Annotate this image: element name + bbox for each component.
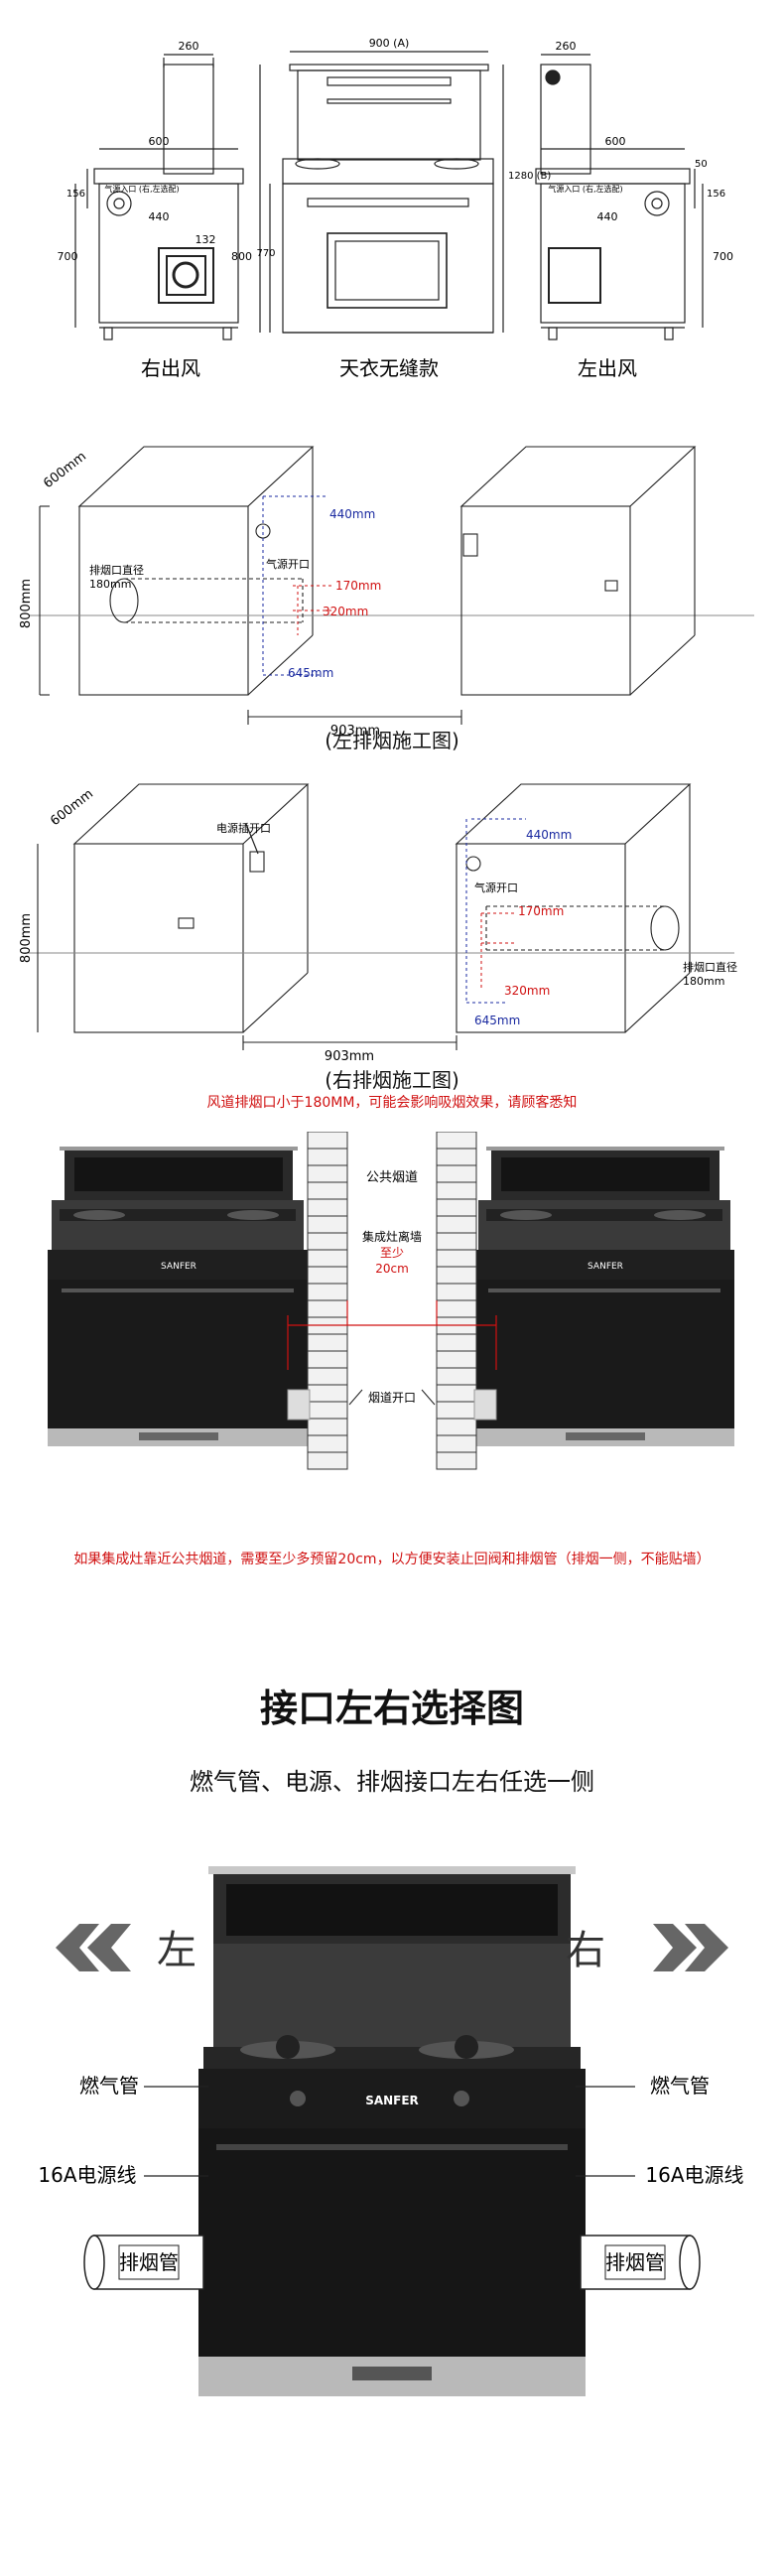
power-opening-label: 电源插开口 — [216, 821, 271, 835]
right-stove — [474, 1147, 734, 1446]
dim-903mm: 903mm — [330, 724, 380, 739]
distance-label-2: 至少 — [380, 1246, 404, 1260]
flue-note: 如果集成灶靠近公共烟道，需要至少多预留20cm，以方便安装止回阀和排烟管（排烟一… — [73, 1552, 711, 1567]
power-cable-right: 16A电源线 — [645, 2163, 743, 2187]
dim-770: 770 — [256, 248, 275, 259]
distance-label-1: 集成灶离墙 — [362, 1229, 422, 1244]
dim-260-left: 260 — [179, 40, 199, 53]
dim-700-left: 700 — [58, 250, 78, 263]
exhaust-pipe-left: 排烟管 — [119, 2250, 179, 2274]
left-exhaust-caption: (左排烟施工图) — [325, 729, 459, 752]
gas-opening-label: 气源开口 — [474, 881, 518, 894]
gas-pipe-right: 燃气管 — [650, 2074, 710, 2098]
caption-right-outlet: 右出风 — [141, 356, 200, 380]
dim-156-left: 156 — [66, 189, 85, 200]
brand-left: SANFER — [161, 1262, 196, 1272]
dim-1280: 1280 (B) — [508, 171, 551, 182]
dim-320mm: 320mm — [323, 605, 368, 618]
dim-903mm: 903mm — [325, 1049, 374, 1062]
dim-170mm: 170mm — [518, 904, 564, 918]
outlet-label-1: 排烟口直径 — [683, 960, 737, 974]
power-cable-left: 16A电源线 — [38, 2163, 136, 2187]
gas-label-left: 气源入口 (右,左选配) — [104, 184, 179, 194]
dim-320mm: 320mm — [504, 984, 550, 998]
page-subtitle: 燃气管、电源、排烟接口左右任选一侧 — [190, 1768, 594, 1796]
dim-645mm: 645mm — [288, 666, 333, 680]
outlet-size-warning: 风道排烟口小于180MM，可能会影响吸烟效果，请顾客悉知 — [206, 1095, 578, 1111]
right-exhaust-caption: (右排烟施工图) — [325, 1068, 459, 1092]
section-right-exhaust-drawing: 600mm 800mm 电源插开口 气源开口 440mm 170mm 320mm… — [0, 764, 784, 1092]
dim-600mm: 600mm — [41, 449, 89, 491]
dim-170mm: 170mm — [335, 579, 381, 593]
interface-selection-svg: SANFER 左 右 燃气管 燃气管 16A电源线 16A电源线 排烟管 排烟管 — [38, 1866, 744, 2396]
brand-right: SANFER — [588, 1262, 623, 1272]
dim-800mm: 800mm — [19, 913, 34, 963]
gas-opening-label: 气源开口 — [266, 557, 310, 571]
dim-260-right: 260 — [556, 40, 577, 53]
right-label: 右 — [566, 1928, 605, 1973]
left-label: 左 — [157, 1928, 196, 1973]
dim-440-right: 440 — [597, 210, 618, 223]
caption-seamless: 天衣无缝款 — [339, 356, 439, 380]
left-chevrons-icon — [56, 1924, 131, 1971]
dim-800mm: 800mm — [19, 579, 34, 628]
outlet-label-1: 排烟口直径 — [89, 563, 144, 577]
dim-440mm: 440mm — [526, 828, 572, 842]
section-dimension-drawings: 260 900 (A) 260 600 600 156 156 440 440 … — [0, 0, 784, 397]
dim-700-right: 700 — [713, 250, 733, 263]
exhaust-pipe-right: 排烟管 — [605, 2250, 665, 2274]
gas-label-right: 气源入口 (右,左选配) — [548, 184, 622, 194]
page-title: 接口左右选择图 — [259, 1687, 524, 1730]
dim-440mm: 440mm — [329, 507, 375, 521]
caption-left-outlet: 左出风 — [578, 356, 637, 380]
dim-132: 132 — [196, 233, 216, 246]
stove-front — [198, 1866, 586, 2396]
brand-label: SANFER — [365, 2094, 419, 2107]
right-chevrons-icon — [653, 1924, 728, 1971]
dim-900: 900 (A) — [369, 37, 410, 50]
left-exhaust-svg: 600mm 800mm 排烟口直径 180mm 气源开口 440mm 170mm… — [19, 446, 754, 739]
dim-50: 50 — [695, 159, 708, 170]
dim-600-right: 600 — [605, 135, 626, 148]
dim-645mm: 645mm — [474, 1014, 520, 1027]
dim-156-right: 156 — [707, 189, 725, 200]
dim-800: 800 — [231, 250, 252, 263]
section-interface-selection: SANFER 左 右 燃气管 燃气管 16A电源线 16A电源线 排烟管 排烟管 — [0, 1866, 784, 2402]
left-stove — [48, 1147, 308, 1446]
dim-600mm: 600mm — [48, 786, 96, 829]
gas-pipe-left: 燃气管 — [79, 2074, 139, 2098]
outlet-label-2: 180mm — [683, 975, 724, 988]
public-flue-label: 公共烟道 — [366, 1170, 418, 1185]
section-left-exhaust-drawing: 600mm 800mm 排烟口直径 180mm 气源开口 440mm 170mm… — [0, 427, 784, 754]
right-exhaust-svg: 600mm 800mm 电源插开口 气源开口 440mm 170mm 320mm… — [19, 783, 737, 1064]
distance-label-3: 20cm — [375, 1262, 409, 1276]
dimension-drawings-svg: 260 900 (A) 260 600 600 156 156 440 440 … — [58, 37, 734, 380]
dim-600-left: 600 — [149, 135, 170, 148]
flue-installation-svg: SANFER SANFER — [48, 1131, 734, 1470]
dim-440-left: 440 — [149, 210, 170, 223]
outlet-label-2: 180mm — [89, 578, 131, 591]
section-flue-installation: SANFER SANFER — [0, 1131, 784, 1568]
flue-opening-label: 烟道开口 — [368, 1391, 416, 1405]
